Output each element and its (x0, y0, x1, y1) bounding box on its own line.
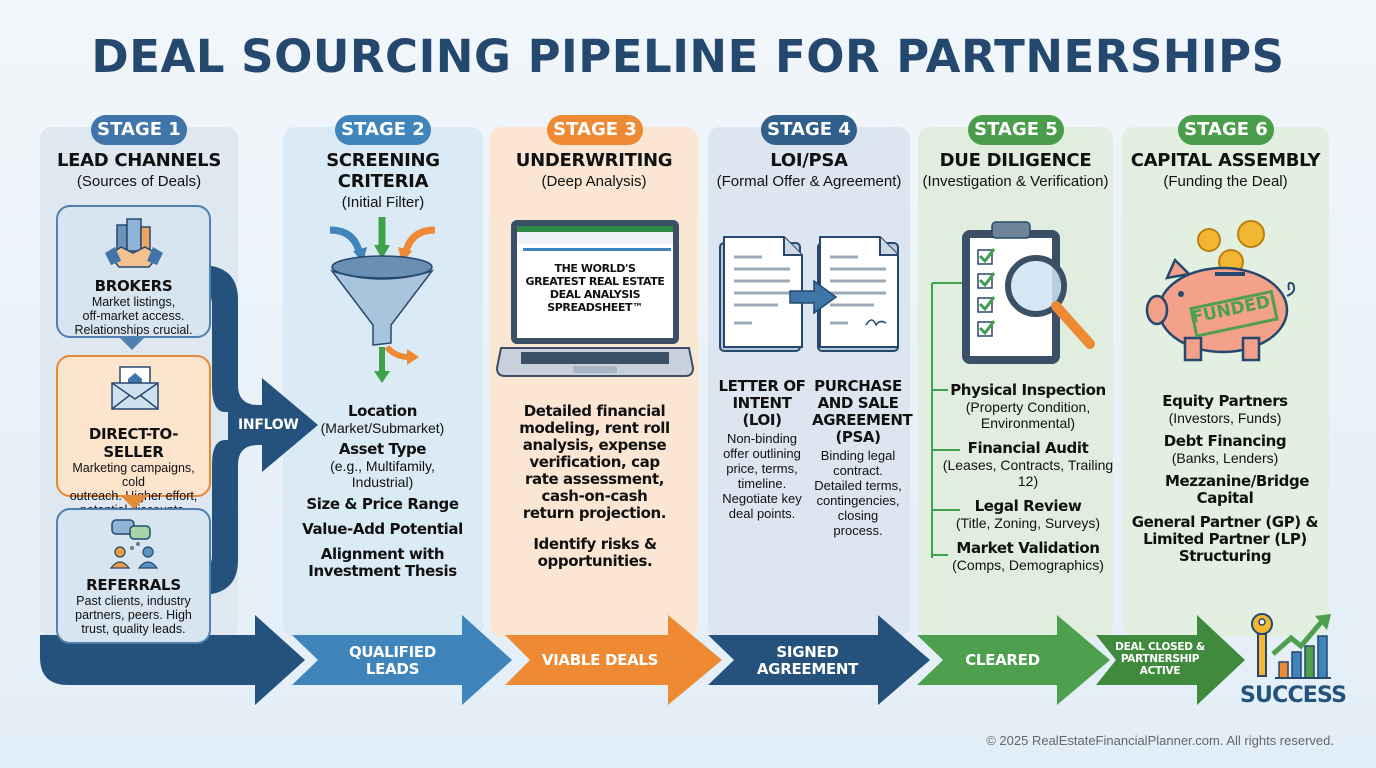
flow-label-deal-closed: DEAL CLOSED & PARTNERSHIP ACTIVE (1115, 641, 1205, 677)
flow-label-qualified-leads: QUALIFIED LEADS (348, 643, 437, 678)
copyright-footer: © 2025 RealEstateFinancialPlanner.com. A… (986, 733, 1334, 748)
underwriting-risks: Identify risks & opportunities. (533, 535, 657, 570)
channel-title: REFERRALS (86, 576, 181, 594)
success-label: SUCCESS (1240, 683, 1347, 708)
capital-sources-list: Equity Partners (Investors, Funds) Debt … (1131, 392, 1319, 565)
flow-arrow-cleared (917, 615, 1110, 705)
due-diligence-checklist: Physical Inspection (Property Condition,… (942, 381, 1114, 574)
channel-desc: Past clients, industry partners, peers. … (75, 594, 192, 636)
stage-5-header: DUE DILIGENCE (Investigation & Verificat… (913, 150, 1118, 190)
psa-item: PURCHASE AND SALE AGREEMENT (PSA) Bindin… (812, 377, 913, 539)
laptop-spreadsheet-icon (495, 220, 695, 377)
stage-4-heading: LOI/PSA (770, 150, 848, 171)
documents-arrow-icon (719, 236, 899, 352)
flow-arrow-signed-agreement (708, 615, 930, 705)
callout-pointer (118, 336, 146, 350)
stage-4-subheading: (Formal Offer & Agreement) (716, 173, 902, 190)
stage-2-pill: STAGE 2 (335, 115, 431, 145)
stage-6-subheading: (Funding the Deal) (1163, 173, 1288, 190)
loi-item: LETTER OF INTENT (LOI) Non-binding offer… (718, 377, 806, 522)
flow-label-cleared: CLEARED (965, 651, 1040, 669)
handshake-buildings-icon (105, 218, 163, 268)
stage-1-subheading: (Sources of Deals) (76, 173, 202, 190)
channel-card-referrals: REFERRALS Past clients, industry partner… (56, 508, 211, 644)
stage-5-subheading: (Investigation & Verification) (922, 173, 1109, 190)
stage-6-pill: STAGE 6 (1178, 115, 1274, 145)
stage-4-pill: STAGE 4 (761, 115, 857, 145)
flow-arrow-qualified-leads (292, 615, 512, 705)
flow-label-signed-agreement: SIGNED AGREEMENT (756, 643, 859, 678)
checklist-connector (932, 389, 960, 556)
stage-2-heading: SCREENING CRITERIA (326, 150, 440, 192)
clipboard-magnifier-icon (931, 221, 1095, 558)
inflow-label: INFLOW (238, 417, 299, 433)
callout-pointer (120, 495, 148, 509)
envelope-house-icon (111, 366, 159, 410)
flow-label-viable-deals: VIABLE DEALS (541, 651, 659, 669)
flow-arrow-viable-deals (505, 615, 722, 705)
stage-5-panel (918, 127, 1113, 637)
stage-1-pill: STAGE 1 (91, 115, 187, 145)
stage-1-header: LEAD CHANNELS (Sources of Deals) (40, 150, 238, 190)
stage-6-heading: CAPITAL ASSEMBLY (1130, 150, 1321, 171)
channel-title: DIRECT-TO-SELLER (88, 425, 179, 461)
channel-desc: Market listings, off-market access. Rela… (74, 295, 193, 337)
funnel-icon (329, 217, 436, 383)
stage-4-panel (708, 127, 910, 637)
stage-3-subheading: (Deep Analysis) (541, 173, 647, 190)
stage-2-subheading: (Initial Filter) (341, 194, 425, 211)
stage-6-header: CAPITAL ASSEMBLY (Funding the Deal) (1122, 150, 1329, 190)
stage-6-panel (1122, 127, 1329, 637)
stage-2-header: SCREENING CRITERIA (Initial Filter) (280, 150, 486, 211)
stage-3-pill: STAGE 3 (547, 115, 643, 145)
stage-1-heading: LEAD CHANNELS (56, 150, 222, 171)
page-title: DEAL SOURCING PIPELINE FOR PARTNERSHIPS (91, 30, 1285, 83)
stage-5-heading: DUE DILIGENCE (939, 150, 1092, 171)
flow-arrow-deal-closed (1096, 615, 1245, 705)
stage-3-heading: UNDERWRITING (515, 150, 673, 171)
stage-2-panel (283, 127, 483, 637)
people-chat-icon (109, 519, 159, 569)
stage-3-panel (490, 127, 698, 637)
channel-card-brokers: BROKERS Market listings, off-market acce… (56, 205, 211, 338)
key-growth-chart-icon (1251, 613, 1331, 679)
spreadsheet-screen-text: THE WORLD'S GREATEST REAL ESTATE DEAL AN… (525, 262, 665, 314)
stage-5-pill: STAGE 5 (968, 115, 1064, 145)
stage-3-header: UNDERWRITING (Deep Analysis) (490, 150, 698, 190)
piggy-bank-icon (1145, 220, 1296, 362)
underwriting-description: Detailed financial modeling, rent roll a… (519, 402, 670, 522)
screening-criteria-list: Location (Market/Submarket) Asset Type (… (302, 402, 463, 580)
channel-title: BROKERS (94, 277, 173, 295)
stage-4-header: LOI/PSA (Formal Offer & Agreement) (705, 150, 913, 190)
